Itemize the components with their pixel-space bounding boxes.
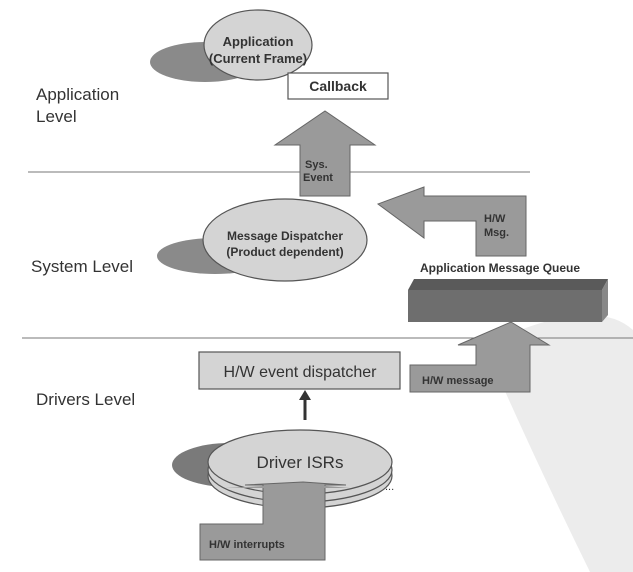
application-node-line1: Application: [223, 34, 294, 49]
queue-top: [408, 279, 608, 290]
hw-msg-arrow: [376, 186, 527, 257]
hw-msg-line2: Msg.: [484, 227, 509, 239]
dispatcher-line1: Message Dispatcher: [227, 229, 343, 243]
driver-isrs-ellipsis: ...: [385, 481, 394, 493]
level-label-system: System Level: [31, 257, 133, 276]
watermark-shape: [500, 315, 633, 572]
hw-message-arrow: [409, 321, 551, 393]
callback-box: [287, 72, 389, 100]
dispatcher-line2: (Product dependent): [226, 245, 343, 259]
level-label-application-1: Application: [36, 85, 119, 104]
hw-message-label: H/W message: [422, 375, 494, 387]
level-label-application-2: Level: [36, 107, 77, 126]
hw-interrupts-arrow: [199, 481, 347, 561]
level-label-drivers: Drivers Level: [36, 390, 135, 409]
application-node: [203, 9, 313, 81]
queue-side: [602, 279, 608, 322]
sys-event-arrow: [273, 110, 377, 197]
callback-label: Callback: [309, 78, 367, 94]
hw-event-dispatcher-box: [198, 351, 401, 390]
hw-interrupts-label: H/W interrupts: [209, 539, 285, 551]
driver-isrs-label: Driver ISRs: [257, 453, 344, 472]
message-dispatcher-node: [202, 198, 368, 282]
hw-interrupts-arrowhead: [225, 484, 350, 488]
message-queue-box: [408, 290, 602, 322]
queue-label: Application Message Queue: [420, 261, 580, 275]
application-node-line2: (Current Frame): [209, 51, 307, 66]
isr-to-dispatcher-arrowhead: [299, 390, 311, 400]
sys-event-line2: Event: [303, 172, 333, 184]
hw-event-dispatcher-label: H/W event dispatcher: [224, 364, 378, 381]
hw-msg-line1: H/W: [484, 213, 506, 225]
sys-event-line1: Sys.: [305, 159, 328, 171]
